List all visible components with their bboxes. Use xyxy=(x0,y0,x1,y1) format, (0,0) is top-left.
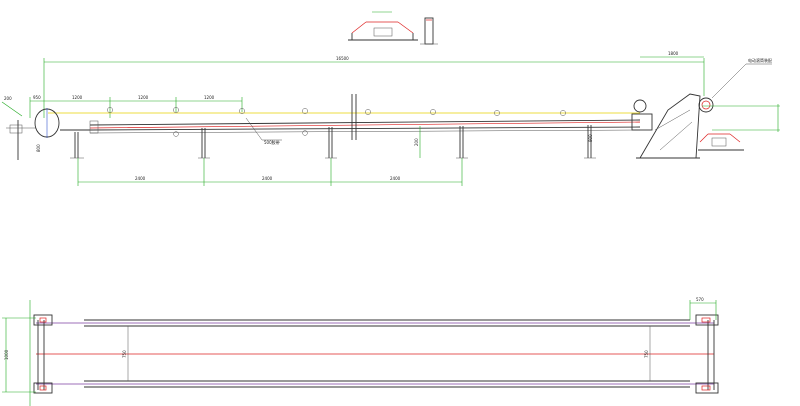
idler-detail-right xyxy=(698,133,744,151)
dim-height-mid: 200 xyxy=(414,138,419,146)
dim-height-left: 800 xyxy=(36,144,41,152)
carry-idlers xyxy=(107,107,566,116)
dim-left-angle: 200 xyxy=(4,96,12,101)
dim-support-span-2: 2400 xyxy=(262,176,273,181)
tail-pulley: 200 xyxy=(1,96,60,160)
dim-right-end: 570 xyxy=(696,297,704,302)
head-drive-assembly: 电动滚筒装配 900 xyxy=(588,57,780,159)
dim-overall-length: 16500 xyxy=(336,56,349,61)
note-belt: 500胶带 xyxy=(264,139,280,145)
dim-plan-width-left: 1000 xyxy=(4,349,9,360)
dim-idler-spacing-3: 1200 xyxy=(204,95,215,100)
dim-support-span-3: 2400 xyxy=(390,176,401,181)
dim-plan-width-right: 750 xyxy=(644,350,649,358)
dim-head-section: 1800 xyxy=(668,51,679,56)
support-legs xyxy=(198,125,596,159)
elevation-view: 16500 1800 950 1200 1200 1200 xyxy=(1,51,780,186)
dim-idler-spacing-1: 1200 xyxy=(72,95,83,100)
dim-height-right: 900 xyxy=(588,134,593,142)
plan-view: 1000 750 750 570 xyxy=(2,297,719,406)
return-idlers xyxy=(173,130,308,137)
dim-left-offset: 950 xyxy=(33,95,41,100)
note-drive-pulley: 电动滚筒装配 xyxy=(748,57,772,63)
dim-idler-spacing-2: 1200 xyxy=(138,95,149,100)
idler-detail-top xyxy=(348,11,438,45)
dim-plan-width-mid: 750 xyxy=(122,350,127,358)
dim-support-span-1: 2400 xyxy=(135,176,146,181)
